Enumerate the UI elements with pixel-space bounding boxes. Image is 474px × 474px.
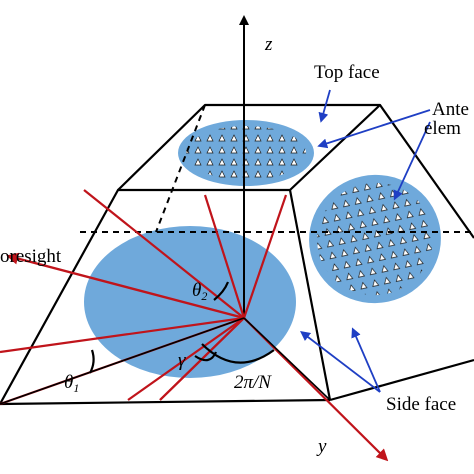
- callout-arrows: [300, 89, 431, 393]
- z-axis-label: z: [264, 34, 273, 55]
- antenna-elements-label-1: Ante: [432, 99, 469, 120]
- top-face-elements: [186, 126, 306, 180]
- theta1-label: θ1: [64, 372, 79, 395]
- theta2-label: θ2: [192, 280, 207, 303]
- angle-2pi-n-label: 2π/N: [234, 372, 272, 393]
- boresight-arrow: [6, 252, 245, 320]
- theta2-arc: [213, 281, 230, 301]
- angle-2pi-n-arc: [201, 343, 275, 364]
- side-faces-label: Side face: [386, 394, 456, 415]
- frustum-edges: [0, 103, 474, 406]
- origin-line-left: [0, 317, 245, 405]
- side-face-right-elements: [317, 182, 433, 296]
- boresight-label: oresight: [0, 246, 62, 267]
- origin-line-right: [243, 317, 331, 401]
- antenna-elements-label-2: elem: [424, 118, 461, 139]
- gamma-label: γ: [178, 350, 186, 371]
- y-axis-label: y: [316, 436, 327, 457]
- top-face-label: Top face: [314, 62, 380, 83]
- theta1-arc: [89, 349, 95, 374]
